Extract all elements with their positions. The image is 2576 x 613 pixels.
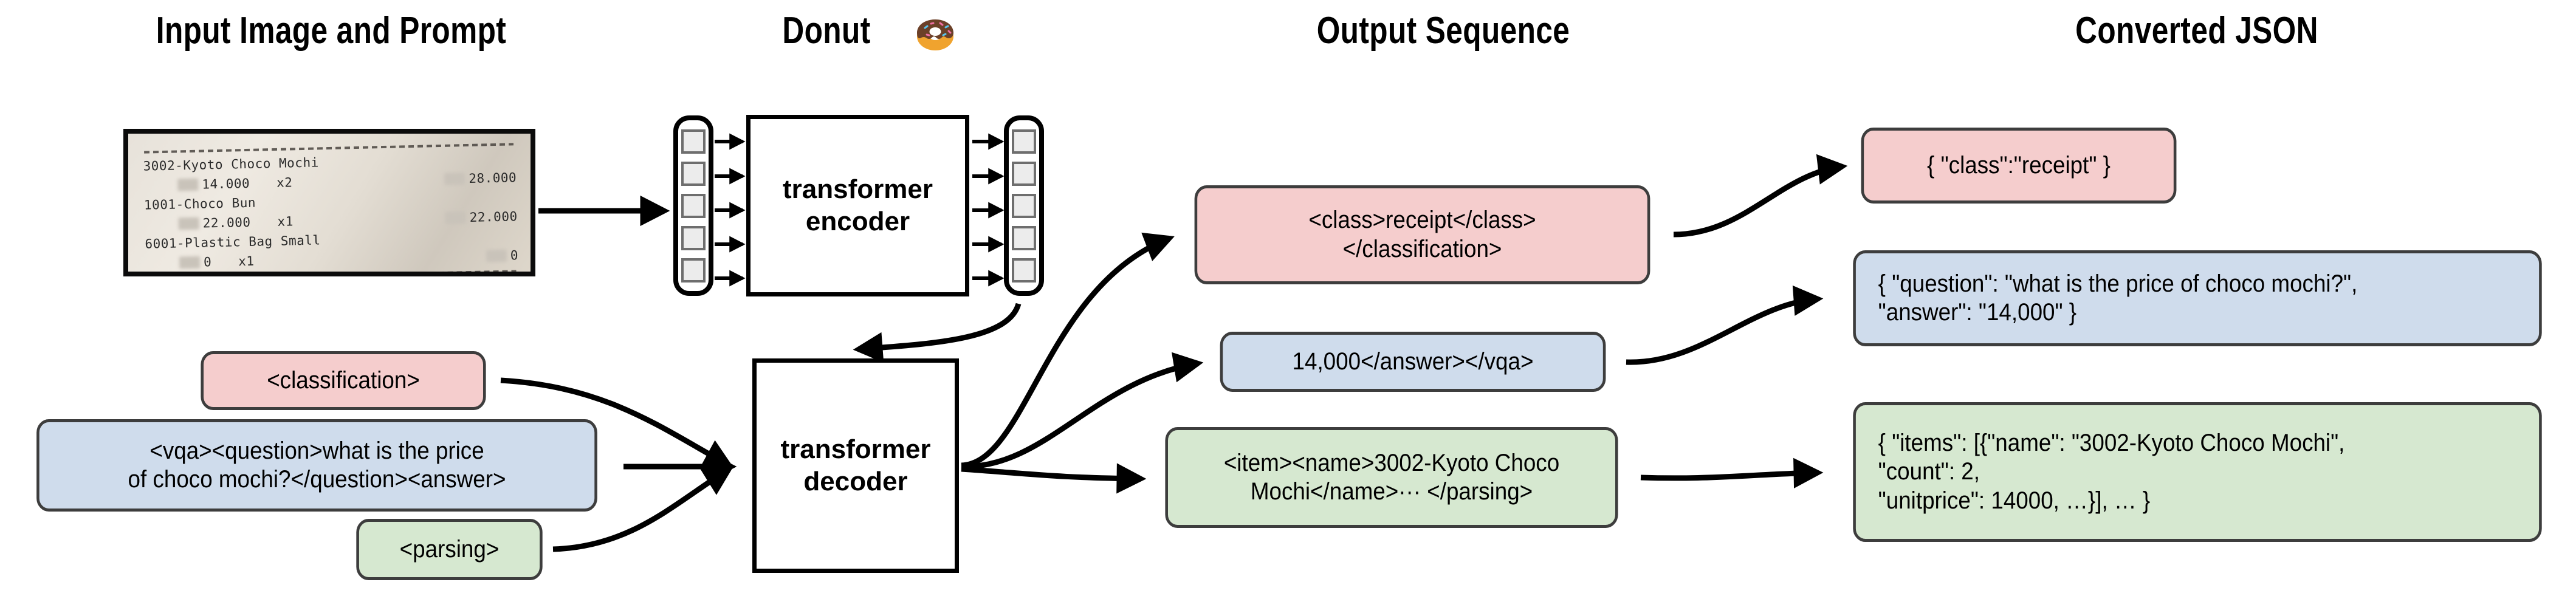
token-square — [1012, 193, 1036, 218]
token-square — [681, 225, 706, 250]
vqa-output-node: 14,000</answer></vqa> — [1220, 332, 1606, 392]
receipt-text-lines: 3002-Kyoto Choco Mochi 14.000 x2 28.000 … — [128, 134, 531, 272]
encoder-output-token-strip — [1004, 115, 1044, 296]
token-square — [1012, 129, 1036, 154]
token-square — [681, 129, 706, 154]
donut-emoji-icon — [913, 9, 958, 57]
vqa-json-node: { "question": "what is the price of choc… — [1853, 250, 2542, 346]
vqa-prompt-node: <vqa><question>what is the price of choc… — [36, 419, 597, 512]
arrow-decoder-to-vqa-output — [961, 352, 1204, 470]
encoder-input-token-strip — [673, 115, 713, 296]
token-square — [1012, 225, 1036, 250]
arrow-encoder-to-decoder — [853, 303, 1022, 363]
token-square — [681, 193, 706, 218]
transformer-encoder-box: transformer encoder — [746, 115, 969, 296]
arrow-parsing-output-to-json — [1640, 457, 1824, 488]
arrow-classification-output-to-json — [1673, 154, 1848, 238]
classification-output-node: <class>receipt</class> </classification> — [1194, 185, 1650, 284]
classification-json-node: { "class":"receipt" } — [1861, 128, 2177, 204]
arrow-vqa-output-to-json — [1626, 285, 1824, 365]
heading-input-image-and-prompt: Input Image and Prompt — [156, 10, 507, 52]
parsing-output-node: <item><name>3002-Kyoto Choco Mochi</name… — [1165, 427, 1618, 528]
token-square — [681, 258, 706, 283]
heading-converted-json: Converted JSON — [2075, 10, 2318, 52]
parsing-json-node: { "items": [{"name": "3002-Kyoto Choco M… — [1853, 402, 2542, 542]
arrow-decoder-to-classification-output — [961, 232, 1175, 468]
token-square — [681, 161, 706, 186]
arrow-decoder-to-parsing-output — [961, 463, 1147, 494]
token-square — [1012, 258, 1036, 283]
transformer-decoder-box: transformer decoder — [752, 358, 959, 573]
classification-prompt-node: <classification> — [201, 351, 486, 410]
parsing-prompt-node: <parsing> — [356, 519, 543, 580]
token-square — [1012, 161, 1036, 186]
input-receipt-image: 3002-Kyoto Choco Mochi 14.000 x2 28.000 … — [123, 129, 535, 276]
heading-donut: Donut — [782, 10, 871, 52]
heading-output-sequence: Output Sequence — [1316, 10, 1570, 52]
